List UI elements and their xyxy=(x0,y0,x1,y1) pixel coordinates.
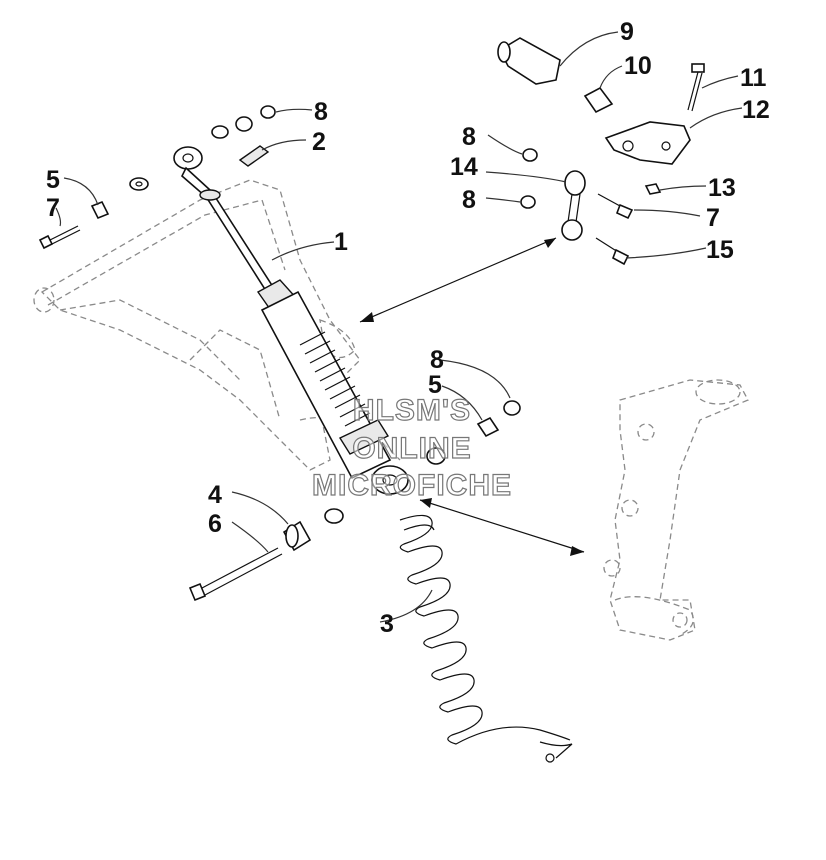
callout-6: 6 xyxy=(208,510,222,538)
link-hardware xyxy=(497,37,705,266)
coil-spring xyxy=(399,514,573,763)
callouts: 1 2 3 4 5 5 6 7 7 8 8 8 8 9 10 11 12 13 … xyxy=(46,18,770,638)
callout-3: 3 xyxy=(380,610,394,638)
callout-5b: 5 xyxy=(428,371,442,399)
callout-2: 2 xyxy=(312,128,326,156)
callout-1: 1 xyxy=(334,228,348,256)
leader-lines xyxy=(55,31,743,623)
callout-5a: 5 xyxy=(46,166,60,194)
callout-8a: 8 xyxy=(314,98,328,126)
callout-9: 9 xyxy=(620,18,634,46)
callout-15: 15 xyxy=(706,236,734,264)
shock-threads xyxy=(299,331,371,427)
callout-13: 13 xyxy=(708,174,736,202)
callout-7a: 7 xyxy=(46,194,60,222)
callout-8c: 8 xyxy=(462,186,476,214)
watermark-line-1: HLSM'S xyxy=(353,394,471,427)
watermark-line-3: MICROFICHE xyxy=(312,469,512,502)
spindle-ghost xyxy=(603,379,749,641)
shock-absorber xyxy=(173,146,409,495)
callout-7b: 7 xyxy=(706,204,720,232)
callout-4: 4 xyxy=(208,481,222,509)
watermark-line-2: ONLINE xyxy=(352,432,471,465)
assembly-arrows xyxy=(359,237,585,556)
callout-8d: 8 xyxy=(430,346,444,374)
callout-10: 10 xyxy=(624,52,652,80)
callout-14: 14 xyxy=(450,153,478,181)
watermark: HLSM'S ONLINE MICROFICHE xyxy=(311,393,512,502)
callout-8b: 8 xyxy=(462,123,476,151)
callout-11: 11 xyxy=(740,64,767,92)
callout-12: 12 xyxy=(742,96,770,124)
upper-hardware xyxy=(38,105,276,250)
lower-hardware xyxy=(188,400,521,602)
